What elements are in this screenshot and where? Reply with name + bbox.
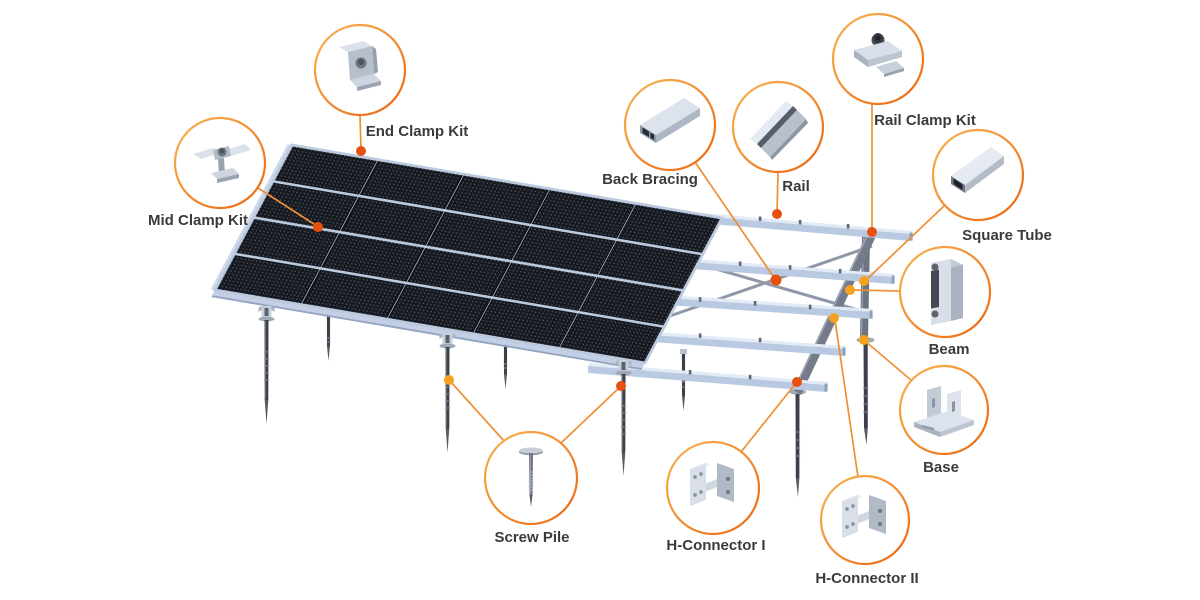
callout-beam: Beam — [898, 245, 992, 358]
rect-tube-illustration — [640, 98, 700, 143]
dot-mid-clamp — [313, 222, 323, 232]
square-tube-illustration — [951, 147, 1004, 193]
rail-member — [622, 292, 873, 319]
callout-base: Base — [898, 364, 990, 476]
callout-rail-clamp-kit: Rail Clamp Kit — [831, 12, 976, 129]
label-square-tube: Square Tube — [962, 227, 1052, 244]
h-connector-illustration — [842, 495, 886, 538]
front-pile — [615, 360, 632, 476]
dot-screw-pile-right — [616, 381, 626, 391]
dot-back-bracing — [770, 274, 782, 286]
dot-end-clamp — [356, 146, 366, 156]
dot-base — [859, 335, 869, 345]
callout-h-connector-i: H-Connector I — [665, 440, 766, 554]
dot-screw-pile-left — [444, 375, 454, 385]
dot-h-connector-2 — [829, 313, 839, 323]
front-rail-edge — [212, 290, 646, 369]
dot-square-tube — [859, 276, 869, 286]
leader-back-bracing — [694, 161, 776, 280]
rail-channel-illustration — [750, 101, 808, 160]
front-screw-piles — [258, 306, 632, 476]
label-rail: Rail — [782, 178, 810, 195]
label-rail-clamp-kit: Rail Clamp Kit — [874, 112, 976, 129]
front-pile — [439, 333, 456, 453]
dot-rail — [772, 209, 782, 219]
callout-rail: Rail — [731, 80, 825, 195]
leader-lines — [257, 104, 945, 478]
base-plate-illustration — [914, 386, 974, 437]
leader-screw-pile-left — [449, 380, 506, 443]
leader-base — [864, 340, 912, 381]
rail-member — [652, 256, 895, 284]
mid-clamp-illustration — [193, 144, 251, 183]
callout-square-tube: Square Tube — [931, 128, 1052, 244]
rail-clamp-illustration — [854, 33, 904, 77]
callout-screw-pile: Screw Pile — [483, 430, 579, 546]
callout-end-clamp-kit: End Clamp Kit — [313, 23, 469, 140]
rail-member — [588, 363, 828, 392]
solar-panel-array — [210, 144, 722, 371]
leader-h-connector-2 — [834, 319, 859, 478]
array-frame — [215, 145, 722, 363]
rear-right-pile — [856, 337, 875, 445]
label-end-clamp-kit: End Clamp Kit — [366, 123, 469, 140]
dot-beam — [845, 285, 855, 295]
leader-rail — [776, 171, 779, 214]
callout-back-bracing: Back Bracing — [602, 78, 717, 188]
label-screw-pile: Screw Pile — [494, 529, 569, 546]
label-h-connector-ii: H-Connector II — [815, 570, 918, 587]
callout-mid-clamp-kit: Mid Clamp Kit — [148, 116, 267, 229]
dot-rail-clamp — [867, 227, 877, 237]
leader-square-tube — [864, 205, 945, 282]
end-clamp-illustration — [339, 41, 381, 91]
c-beam-illustration — [931, 259, 963, 325]
rear-pile — [680, 349, 687, 411]
label-h-connector-i: H-Connector I — [666, 537, 765, 554]
leader-h-connector-1 — [740, 382, 797, 453]
callout-h-connector-ii: H-Connector II — [815, 474, 919, 587]
leader-mid-clamp — [257, 187, 318, 227]
screw-pile-illustration — [519, 447, 543, 507]
location-dots — [313, 146, 877, 391]
leader-beam — [850, 289, 900, 292]
label-base: Base — [923, 459, 959, 476]
label-beam: Beam — [929, 341, 970, 358]
panel-row-separators — [234, 181, 702, 327]
leader-end-clamp — [359, 114, 362, 151]
front-pile — [258, 306, 275, 424]
front-right-pile — [789, 382, 806, 497]
label-mid-clamp-kit: Mid Clamp Kit — [148, 212, 248, 229]
h-connector-illustration — [690, 463, 734, 506]
label-back-bracing: Back Bracing — [602, 171, 698, 188]
dot-h-connector-1 — [792, 377, 802, 387]
leader-screw-pile-right — [559, 386, 621, 445]
